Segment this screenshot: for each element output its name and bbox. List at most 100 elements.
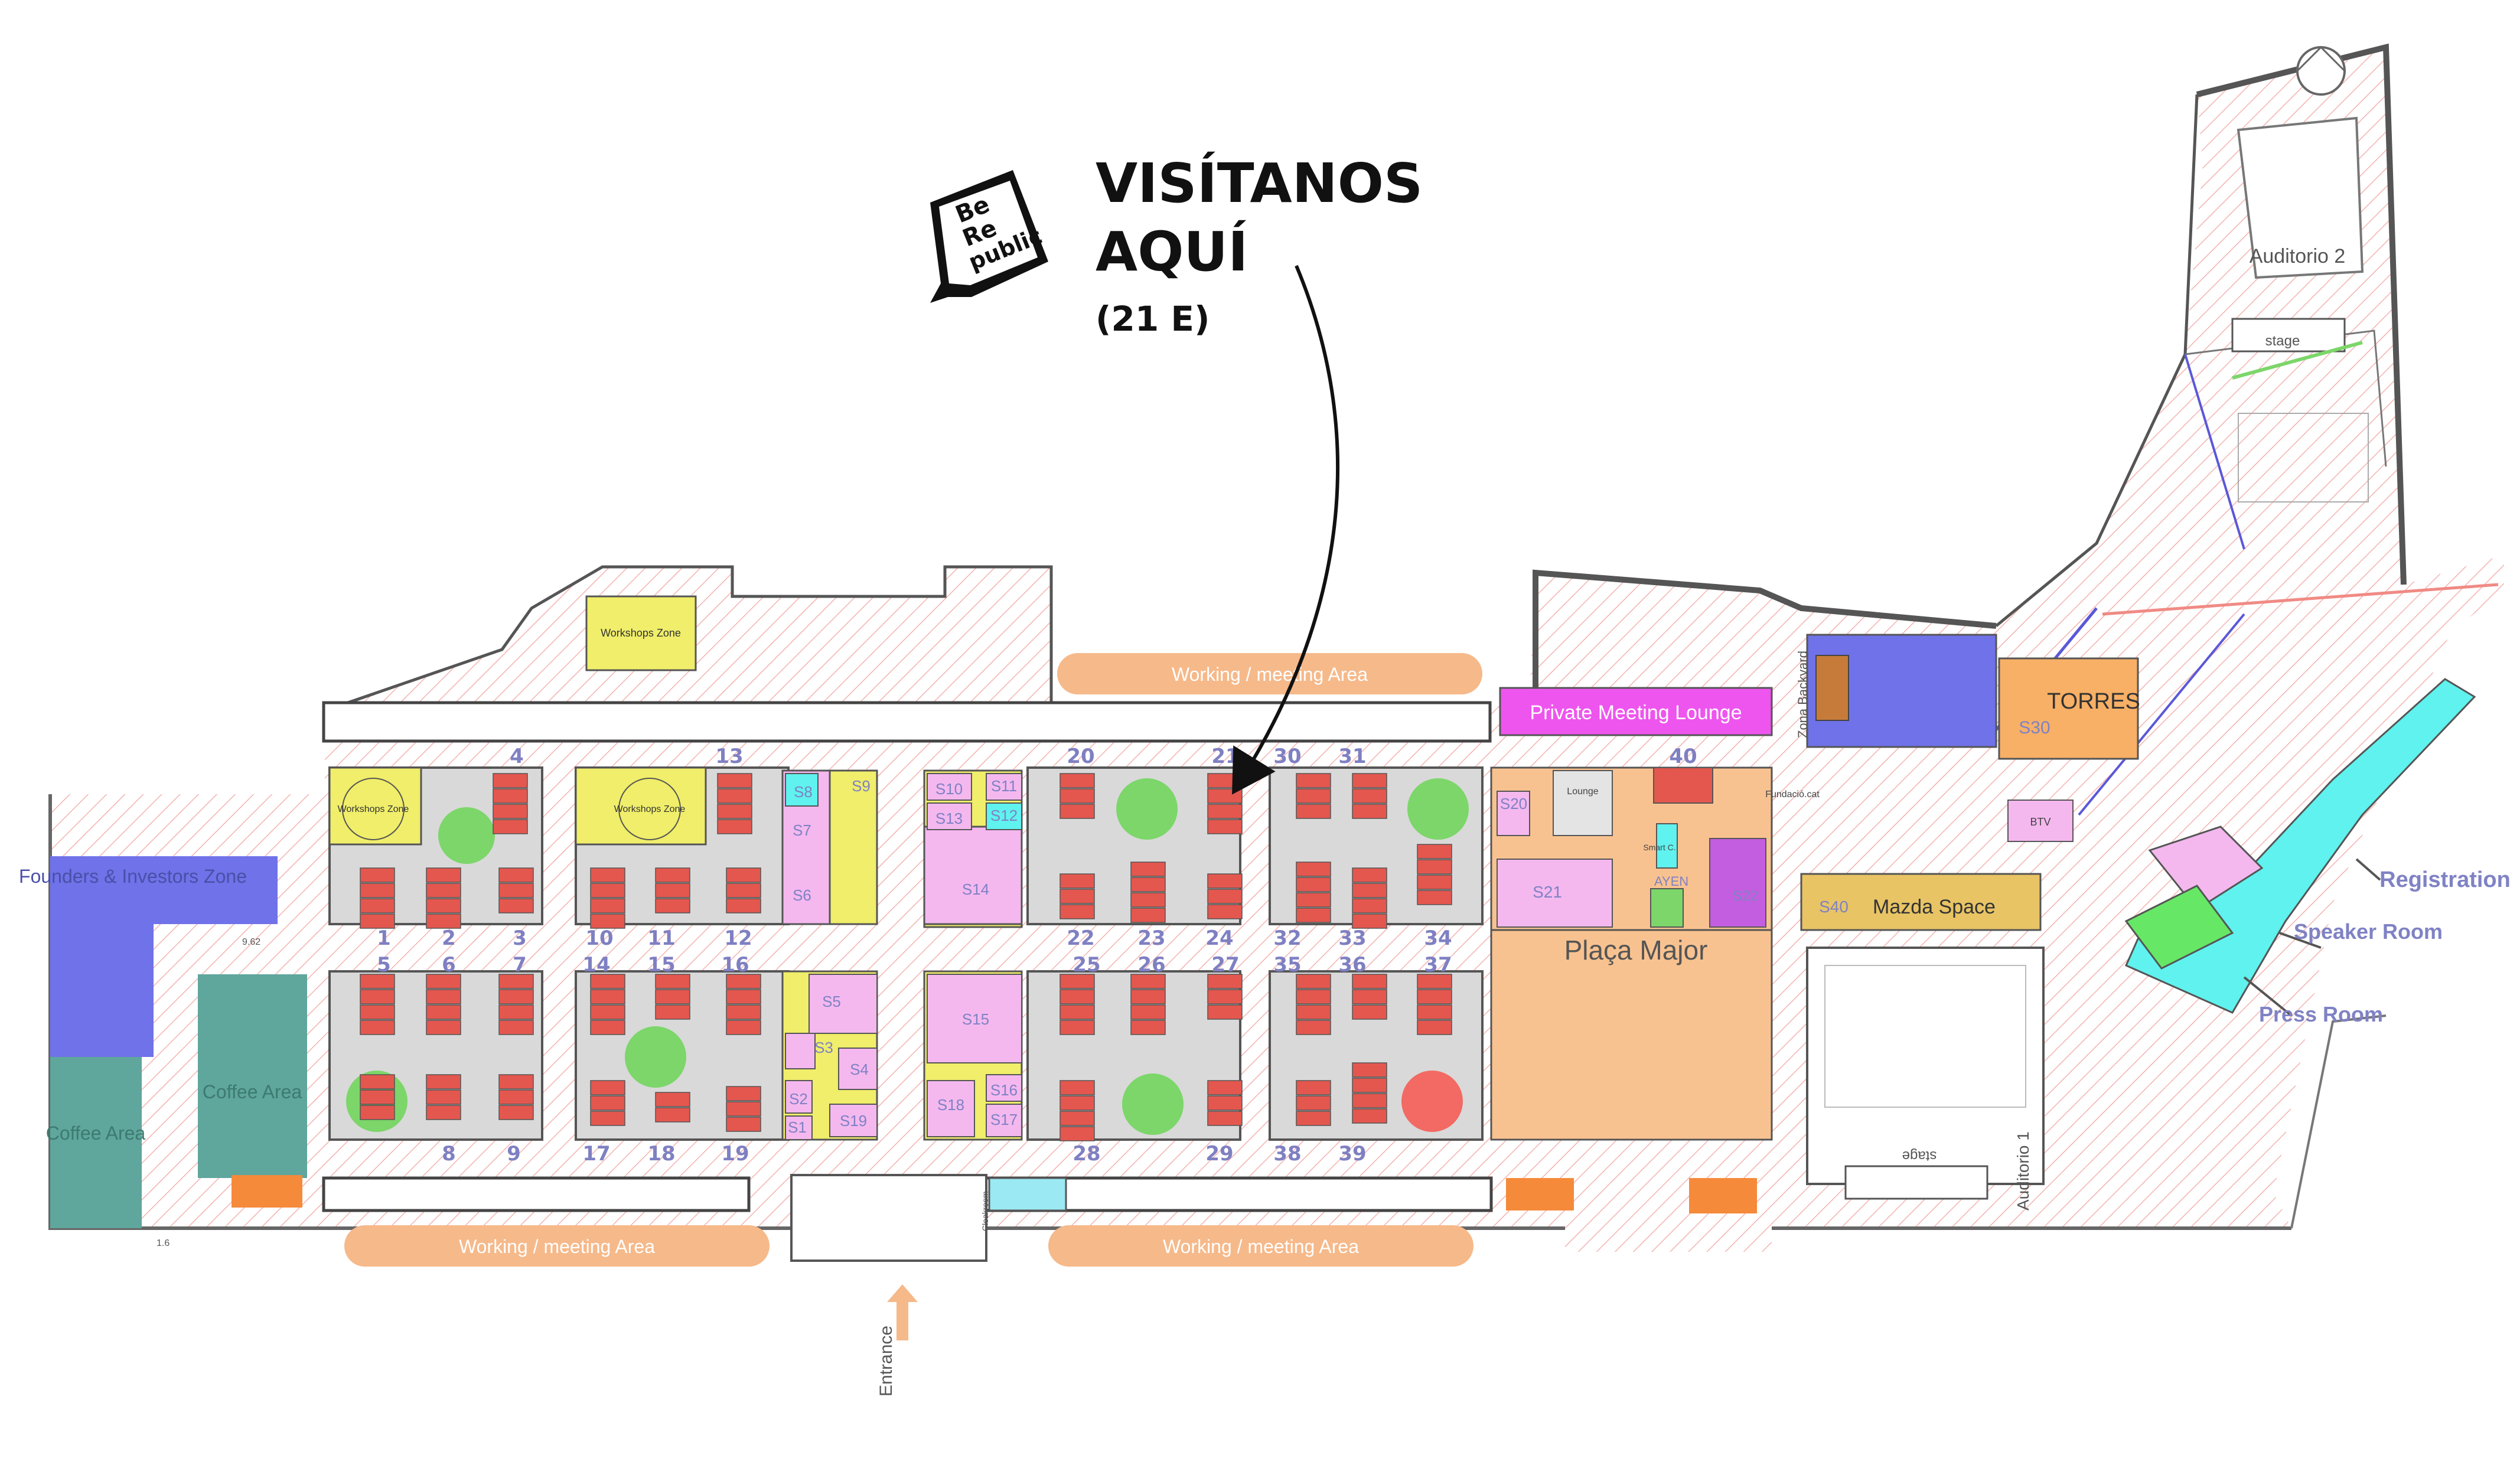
auditorio-2[interactable]: Auditorio 2 stage (2231, 245, 2369, 503)
booth-desk[interactable] (498, 1020, 534, 1035)
booth-desk[interactable] (1417, 1004, 1452, 1020)
booth-desk[interactable] (1296, 892, 1331, 908)
booth-desk[interactable] (1296, 974, 1331, 989)
booth-desk[interactable] (726, 974, 761, 989)
booth-desk[interactable] (726, 883, 761, 898)
booth-desk[interactable] (1130, 892, 1166, 908)
booth-desk[interactable] (1352, 989, 1387, 1004)
booth-desk[interactable] (655, 974, 690, 989)
booth-desk[interactable] (1352, 1004, 1387, 1020)
booth-desk[interactable] (726, 1086, 761, 1101)
booth-desk[interactable] (1417, 844, 1452, 859)
btv-stand[interactable]: BTV (2007, 800, 2074, 842)
workshops-zone-top[interactable]: Workshops Zone (585, 595, 697, 671)
booth-desk[interactable] (1059, 1080, 1095, 1095)
booth-desk[interactable] (1296, 862, 1331, 877)
booth-desk[interactable] (1130, 862, 1166, 877)
booth-desk[interactable] (1296, 1080, 1331, 1095)
placa-major[interactable]: Plaça Major (1490, 766, 1773, 1141)
booth-desk[interactable] (726, 898, 761, 913)
working-area-bottom-right[interactable]: Working / meeting Area (1048, 1225, 1473, 1267)
booth-desk[interactable] (1352, 1078, 1387, 1093)
booth-desk[interactable] (655, 883, 690, 898)
booth-desk[interactable] (1130, 1020, 1166, 1035)
booth-desk[interactable] (1352, 867, 1387, 883)
booth-desk[interactable] (655, 1107, 690, 1123)
booth-desk[interactable] (726, 989, 761, 1004)
booth-desk[interactable] (590, 989, 625, 1004)
booth-desk[interactable] (498, 1004, 534, 1020)
booth-desk[interactable] (1207, 974, 1243, 989)
booth-desk[interactable] (726, 1004, 761, 1020)
booth-desk[interactable] (360, 1074, 395, 1089)
booth-desk[interactable] (426, 989, 461, 1004)
booth-desk[interactable] (498, 1105, 534, 1120)
coffee-area-left[interactable]: Coffee Area (46, 1057, 146, 1228)
booth-desk[interactable] (498, 883, 534, 898)
booth-desk[interactable] (360, 898, 395, 913)
booth-desk[interactable] (655, 867, 690, 883)
booth-desk[interactable] (1059, 1111, 1095, 1126)
booth-desk[interactable] (590, 913, 625, 929)
booth-desk[interactable] (590, 974, 625, 989)
booth-desk[interactable] (1352, 1108, 1387, 1124)
booth-desk[interactable] (426, 867, 461, 883)
booth-desk[interactable] (590, 1004, 625, 1020)
booth-desk[interactable] (1352, 788, 1387, 804)
booth-desk[interactable] (1296, 804, 1331, 819)
auditorio-1[interactable]: stage Auditorio 1 (1806, 947, 2045, 1210)
working-area-bottom-left[interactable]: Working / meeting Area (344, 1225, 770, 1267)
booth-desk[interactable] (1352, 883, 1387, 898)
booth-desk[interactable] (1352, 913, 1387, 929)
booth-desk[interactable] (1059, 889, 1095, 904)
booth-desk[interactable] (360, 1004, 395, 1020)
booth-desk[interactable] (1296, 908, 1331, 923)
booth-desk[interactable] (1352, 1062, 1387, 1078)
booth-desk[interactable] (1059, 873, 1095, 889)
booth-desk[interactable] (1130, 877, 1166, 892)
booth-desk[interactable] (1207, 788, 1243, 804)
booth-desk[interactable] (1417, 974, 1452, 989)
booth-desk[interactable] (426, 974, 461, 989)
booth-desk[interactable] (360, 1020, 395, 1035)
booth-desk[interactable] (1059, 989, 1095, 1004)
booth-desk[interactable] (426, 1089, 461, 1105)
booth-desk[interactable] (498, 1074, 534, 1089)
booth-desk[interactable] (590, 883, 625, 898)
booth-desk[interactable] (1130, 1004, 1166, 1020)
workshops-zone-left[interactable]: Workshops Zone (328, 766, 422, 846)
booth-desk[interactable] (1059, 788, 1095, 804)
workshops-zone-middle[interactable]: Workshops Zone (575, 766, 707, 846)
booth-desk[interactable] (1417, 859, 1452, 875)
working-area-top[interactable]: Working / meeting Area (1057, 653, 1482, 694)
booth-desk[interactable] (1417, 875, 1452, 890)
booth-desk[interactable] (360, 867, 395, 883)
booth-desk[interactable] (426, 883, 461, 898)
booth-desk[interactable] (1207, 873, 1243, 889)
booth-desk[interactable] (493, 804, 528, 819)
booth-desk[interactable] (1207, 1095, 1243, 1111)
booth-desk[interactable] (1059, 1004, 1095, 1020)
booth-desk[interactable] (1417, 1020, 1452, 1035)
booth-desk[interactable] (590, 898, 625, 913)
booth-desk[interactable] (726, 867, 761, 883)
booth-desk[interactable] (360, 883, 395, 898)
booth-desk[interactable] (590, 867, 625, 883)
booth-desk[interactable] (1296, 1111, 1331, 1126)
coffee-area-middle[interactable]: Coffee Area (198, 974, 307, 1178)
booth-desk[interactable] (1207, 1111, 1243, 1126)
booth-desk[interactable] (1352, 1093, 1387, 1108)
booth-desk[interactable] (498, 867, 534, 883)
booth-desk[interactable] (717, 773, 752, 788)
booth-desk[interactable] (717, 819, 752, 834)
booth-desk[interactable] (493, 773, 528, 788)
booth-desk[interactable] (1417, 989, 1452, 1004)
booth-desk[interactable] (426, 898, 461, 913)
booth-desk[interactable] (1207, 773, 1243, 788)
booth-desk[interactable] (1417, 890, 1452, 905)
booth-desk[interactable] (360, 1105, 395, 1120)
booth-desk[interactable] (360, 974, 395, 989)
booth-desk[interactable] (590, 1095, 625, 1111)
booth-desk[interactable] (1296, 989, 1331, 1004)
booth-desk[interactable] (1059, 1020, 1095, 1035)
